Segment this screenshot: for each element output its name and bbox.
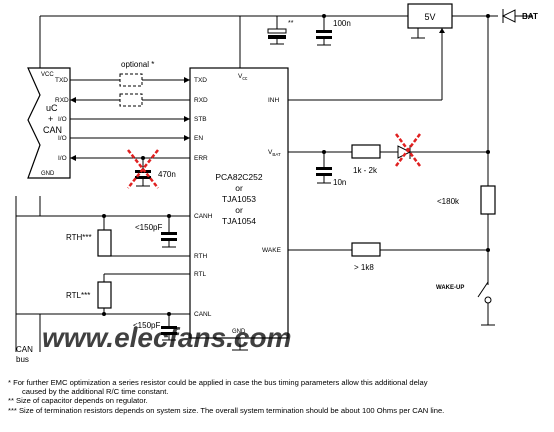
wake-up-switch	[477, 250, 495, 326]
capacitor-470n-crossed	[127, 149, 159, 189]
capacitor-10n	[316, 150, 332, 184]
regulator-label: 5V	[424, 12, 435, 22]
res-1k8-label: > 1k8	[354, 263, 374, 272]
diode-crossed	[395, 133, 421, 167]
ic-pin-rtl: RTL	[194, 271, 207, 278]
footnote-3: *** Size of termination resistors depend…	[8, 405, 445, 415]
can-bus-label-1: CAN	[16, 345, 33, 354]
rth-label: RTH***	[66, 233, 92, 242]
uc-pin-txd: TXD	[55, 77, 68, 84]
cap-10n-label: 10n	[333, 178, 346, 187]
ic-pin-err: ERR	[194, 155, 208, 162]
uc-pin-io2: I/O	[58, 135, 67, 142]
ic-pin-rxd: RXD	[194, 97, 208, 104]
bat-diode	[501, 9, 516, 23]
ic-vbat-sub: BAT	[272, 152, 281, 157]
res-180k-label: <180k	[437, 197, 460, 206]
optional-resistor-rxd	[119, 93, 143, 107]
microcontroller-block	[27, 67, 71, 179]
capacitor-double-star	[267, 16, 287, 45]
cap-canl-label: <150pF	[133, 321, 160, 330]
optional-resistor-txd	[119, 73, 143, 87]
uc-pin-rxd: RXD	[55, 97, 69, 104]
resistor-rth	[97, 214, 190, 257]
ic-vcc-sub: cc	[242, 76, 248, 82]
ic-pin-canh: CANH	[194, 213, 213, 220]
uc-pin-io1: I/O	[58, 116, 67, 123]
uc-label-line2: +	[48, 114, 53, 124]
ic-vcc-main: V	[238, 73, 243, 80]
transceiver-ic	[189, 67, 289, 339]
uc-pin-io3: I/O	[58, 155, 67, 162]
footnote-1: * For further EMC optimization a series …	[8, 378, 428, 387]
ic-pin-en: EN	[194, 135, 203, 142]
ic-pin-txd: TXD	[194, 77, 207, 84]
ic-name-4: or	[235, 205, 243, 215]
ic-pin-canl: CANL	[194, 311, 212, 318]
footnote-2: ** Size of capacitor depends on regulato…	[8, 396, 148, 406]
ic-name-5: TJA1054	[222, 216, 256, 226]
footnote-1-cont: caused by the additional R/C time consta…	[22, 387, 169, 397]
resistor-1k-2k	[351, 144, 381, 159]
uc-label-line3: CAN	[43, 125, 62, 135]
uc-label-line1: uC	[46, 103, 58, 113]
can-bus-label-2: bus	[16, 355, 29, 364]
ic-gnd-label: GND	[232, 329, 246, 335]
rtl-label: RTL***	[66, 291, 90, 300]
capacitor-canl-150pf	[161, 312, 177, 341]
watermark: www.elecfans.com	[42, 322, 292, 353]
ic-pin-wake: WAKE	[262, 247, 282, 254]
capacitor-canh-150pf	[161, 214, 177, 248]
ic-vbat-main: V	[268, 149, 273, 156]
ic-pin-rth: RTH	[194, 253, 208, 260]
resistor-180k	[480, 185, 496, 215]
optional-label: optional *	[121, 60, 154, 69]
bat-label: BAT	[522, 12, 538, 21]
cap-470n-label: 470n	[158, 170, 176, 179]
uc-gnd-label: GND	[41, 171, 55, 177]
footnotes: * For further EMC optimization a series …	[8, 378, 548, 415]
cap-star-label: **	[288, 20, 294, 27]
uc-vcc-label: VCC	[41, 72, 54, 78]
ic-vcc-label: Vcc	[238, 73, 248, 82]
resistor-rtl	[97, 273, 190, 316]
ic-vbat-label: VBAT	[268, 149, 281, 157]
res-1k2k-label: 1k - 2k	[353, 166, 378, 175]
wakeup-label: WAKE-UP	[436, 285, 464, 291]
capacitor-100n	[316, 14, 332, 46]
ic-name-1: PCA82C252	[215, 172, 263, 182]
cap-100n-label: 100n	[333, 19, 351, 28]
cap-canh-label: <150pF	[135, 223, 162, 232]
regulator-5v	[407, 3, 453, 48]
ic-pin-stb: STB	[194, 116, 207, 123]
ic-pin-inh: INH	[268, 97, 280, 104]
ic-name-3: TJA1053	[222, 194, 256, 204]
ic-name-2: or	[235, 183, 243, 193]
resistor-1k8	[351, 242, 381, 257]
